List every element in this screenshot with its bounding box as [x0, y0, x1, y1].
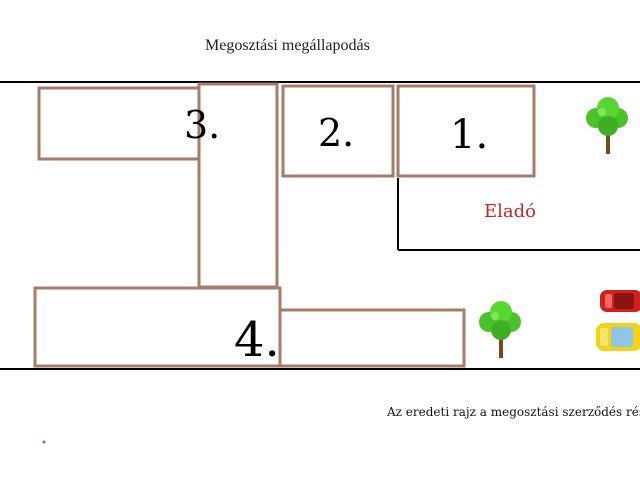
plot-label-4: 4.	[234, 312, 280, 368]
plot-borders	[33, 82, 536, 368]
sale-area-outline	[397, 178, 640, 251]
yellow-car-icon	[596, 323, 640, 351]
red-car-icon	[600, 290, 640, 312]
stray-dot	[42, 440, 46, 444]
plot-label-1: 1.	[450, 112, 488, 158]
sale-label: Eladó	[484, 201, 536, 222]
tree-icon	[586, 97, 628, 154]
plot-label-2: 2.	[318, 111, 354, 155]
tree-icon	[479, 301, 521, 358]
plot-label-3: 3.	[184, 103, 220, 147]
footnote: Az eredeti rajz a megosztási szerződés r…	[386, 405, 640, 419]
diagram-title: Megosztási megállapodás	[205, 37, 370, 54]
site-boundary	[0, 81, 640, 370]
